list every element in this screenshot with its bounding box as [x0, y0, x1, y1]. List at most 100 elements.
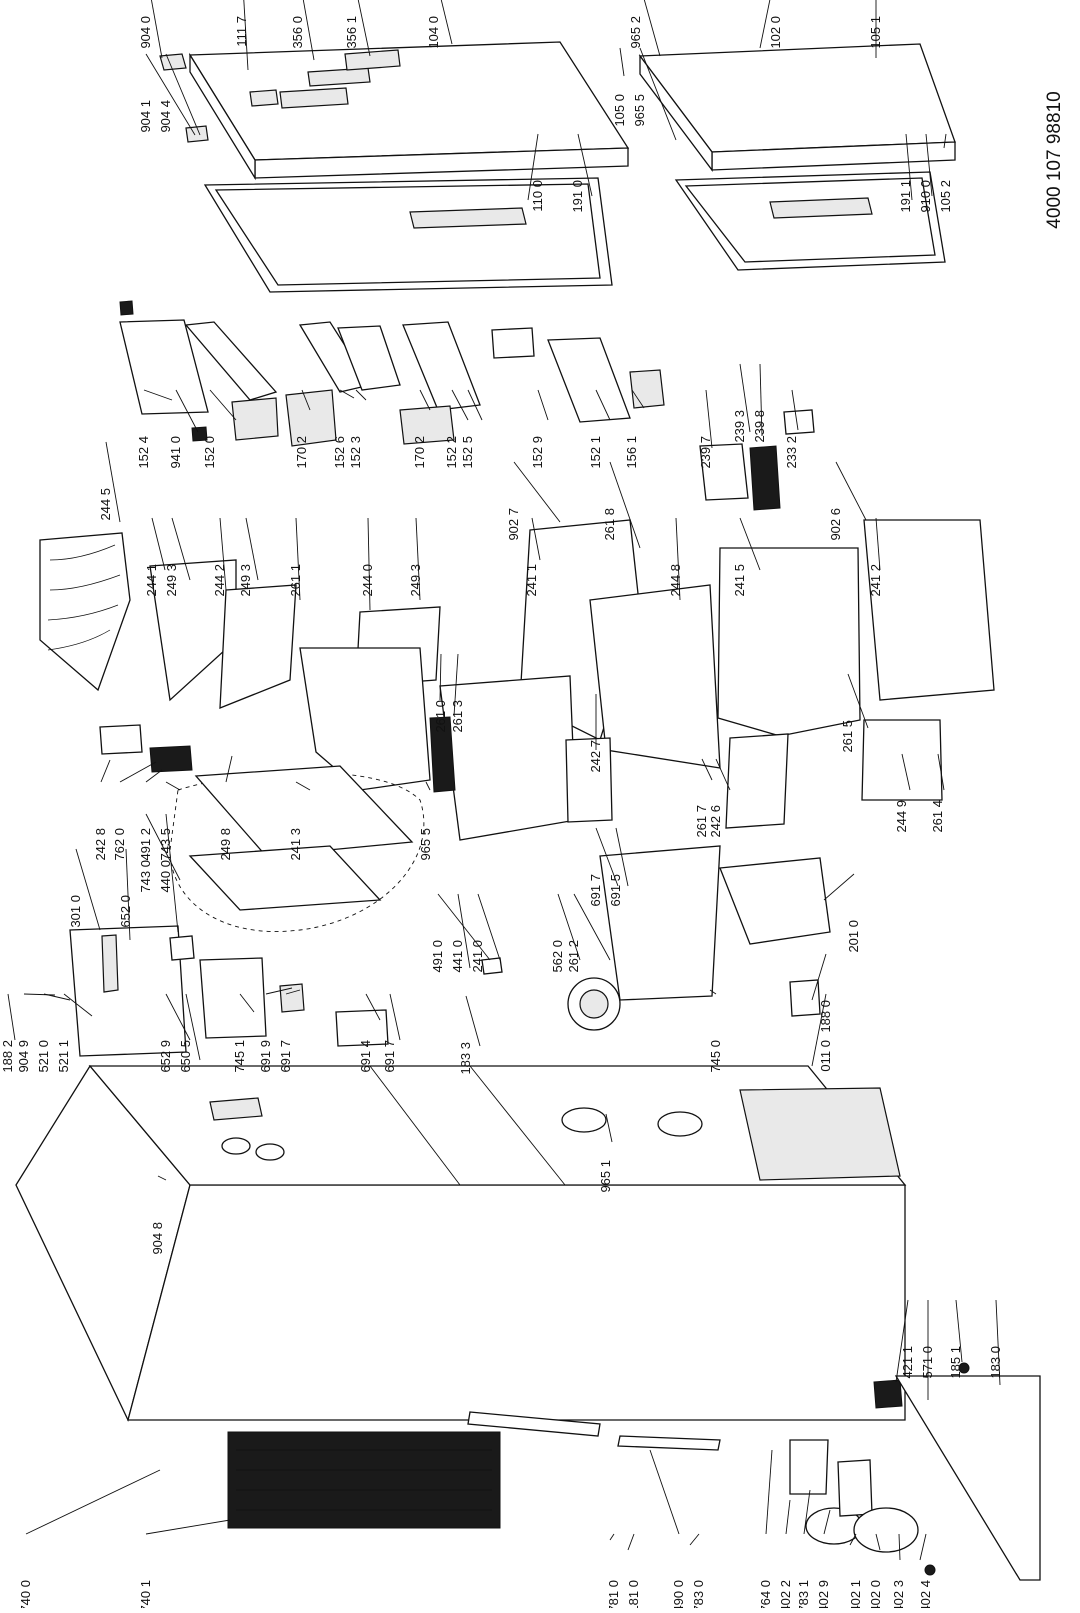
leader-line	[467, 389, 483, 421]
leader-line	[145, 813, 181, 881]
leader-line	[75, 848, 101, 931]
part-label: 242 8	[93, 828, 108, 861]
part-label: 170 2	[412, 436, 427, 469]
part-label: 191 0	[570, 180, 585, 213]
door-bins	[119, 300, 665, 447]
part-label: 249 3	[408, 564, 423, 597]
part-label: 188 0	[818, 1000, 833, 1033]
leader-line	[643, 0, 661, 57]
leader-line	[811, 953, 827, 1001]
part-label: 191 1	[898, 180, 913, 213]
part-label: 242 7	[588, 740, 603, 773]
leader-line	[105, 441, 121, 523]
leader-line	[615, 827, 629, 887]
leader-line	[419, 389, 431, 411]
leader-line	[823, 1509, 831, 1535]
part-label: 902 6	[828, 508, 843, 541]
leader-line	[225, 755, 233, 783]
part-label: 170 2	[294, 436, 309, 469]
part-label: 904 8	[150, 1222, 165, 1255]
leader-line	[759, 0, 771, 49]
leader-line	[705, 389, 713, 449]
leader-line	[595, 827, 619, 887]
part-label: 249 3	[238, 564, 253, 597]
part-label: 521 1	[56, 1040, 71, 1073]
leader-line	[609, 1533, 615, 1541]
leader-line	[457, 893, 471, 969]
part-label: 241 2	[868, 564, 883, 597]
part-label: 183 0	[988, 1346, 1003, 1379]
leader-line	[150, 0, 163, 59]
part-label: 402 1	[848, 1580, 863, 1608]
leader-line	[389, 993, 401, 1041]
part-label: 402 3	[891, 1580, 906, 1608]
leader-line	[531, 517, 541, 561]
leader-line	[573, 893, 611, 961]
part-label: 652 0	[118, 895, 133, 928]
part-label: 781 0	[606, 1580, 621, 1608]
leader-line	[239, 993, 255, 1013]
leader-line	[925, 133, 933, 197]
leader-line	[245, 517, 259, 581]
leader-lines	[7, 0, 1001, 1561]
leader-line	[849, 1533, 857, 1546]
leader-line	[465, 995, 481, 1047]
leader-line	[157, 1175, 167, 1181]
cabinet	[15, 1064, 907, 1422]
part-label: 571 0	[920, 1346, 935, 1379]
part-label: 241 5	[732, 564, 747, 597]
part-label: 941 0	[168, 436, 183, 469]
part-label: 183 3	[458, 1042, 473, 1075]
compressor-assembly	[467, 1362, 1041, 1581]
part-label: 152 1	[588, 436, 603, 469]
leader-line	[437, 893, 491, 961]
part-label: 261 2	[566, 940, 581, 973]
leader-line	[209, 389, 237, 421]
leader-line	[165, 781, 181, 791]
leader-line	[63, 993, 93, 1017]
part-label: 904 0	[138, 16, 153, 49]
part-label: 152 0	[202, 436, 217, 469]
part-label: 743 0	[138, 860, 153, 893]
leader-line	[895, 1299, 909, 1383]
upper-door	[159, 41, 630, 181]
part-label: 105 1	[868, 16, 883, 49]
part-label: 185 1	[948, 1346, 963, 1379]
leader-line	[355, 389, 367, 401]
part-label: 239 3	[732, 410, 747, 443]
leader-line	[302, 0, 315, 61]
leader-line	[995, 1299, 1001, 1386]
leader-line	[285, 989, 301, 995]
leader-line	[7, 993, 16, 1041]
part-label: 691 7	[588, 874, 603, 907]
leader-line	[785, 1499, 791, 1535]
leader-line	[175, 389, 199, 433]
leader-line	[100, 759, 111, 783]
leader-line	[765, 1449, 773, 1535]
leader-line	[165, 53, 201, 136]
part-label: 239 8	[752, 410, 767, 443]
leader-line	[631, 389, 645, 409]
condenser	[227, 1431, 501, 1529]
part-label: 965 1	[598, 1160, 613, 1193]
leader-line	[43, 993, 71, 1001]
leader-line	[595, 389, 611, 421]
leader-line	[145, 769, 163, 783]
leader-line	[901, 753, 911, 791]
part-label: 745 0	[708, 1040, 723, 1073]
leader-line	[898, 1533, 901, 1561]
part-label: 156 1	[624, 436, 639, 469]
leader-line	[905, 133, 913, 201]
lower-door-gasket	[674, 171, 946, 271]
part-label: 783 0	[691, 1580, 706, 1608]
part-label: 105 2	[938, 180, 953, 213]
leader-line	[955, 1299, 963, 1363]
part-label: 181 0	[626, 1580, 641, 1608]
part-label: 241 1	[524, 564, 539, 597]
leader-line	[513, 461, 561, 523]
leader-line	[145, 53, 196, 136]
part-label: 441 0	[450, 940, 465, 973]
part-label: 740 1	[138, 1580, 153, 1608]
part-label: 762 0	[112, 828, 127, 861]
